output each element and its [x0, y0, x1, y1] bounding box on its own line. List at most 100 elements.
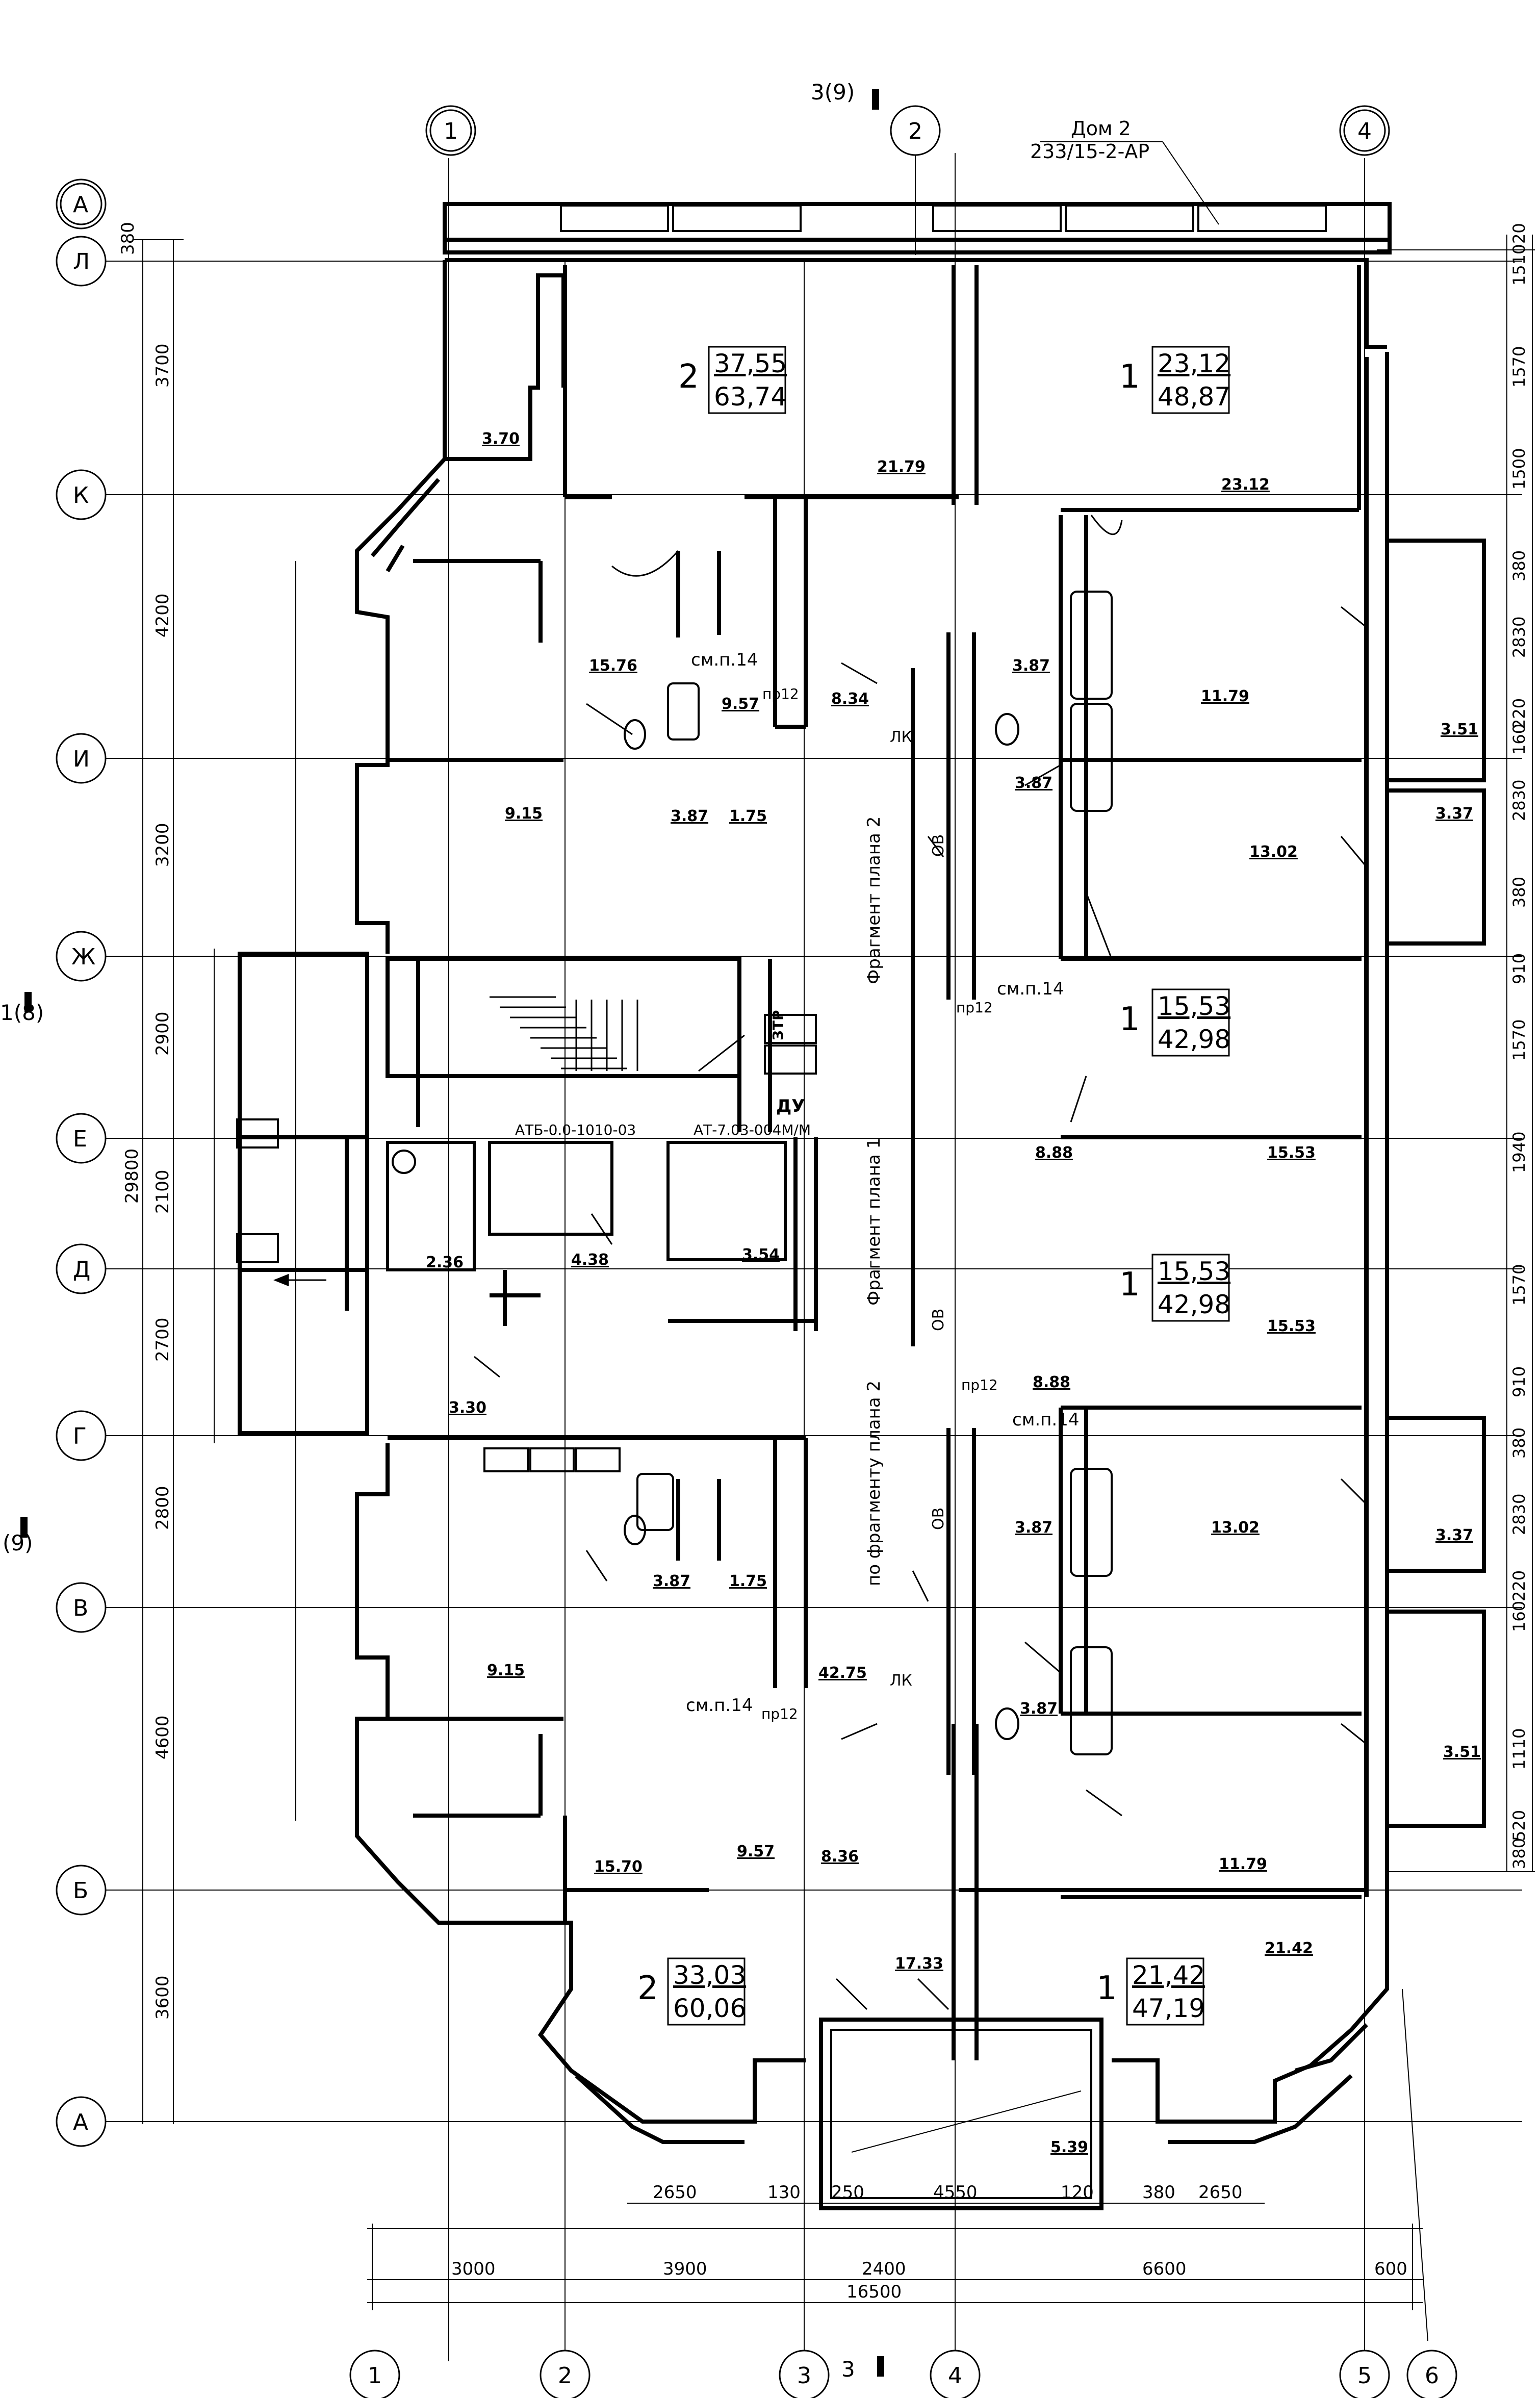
- left-dim-overall: 29800: [122, 1149, 142, 1204]
- axis-label-bottom-1: 1: [368, 2363, 382, 2389]
- apt-6-area: 33,03: [673, 1960, 746, 1990]
- note-ov-1: ОВ: [930, 834, 947, 857]
- right-dim-12: 1570: [1509, 1019, 1529, 1061]
- axis-label-k: К: [73, 482, 89, 508]
- axis-label-g: Г: [73, 1423, 87, 1449]
- room-area-label: 3.70: [482, 430, 520, 448]
- room-area-label: 15.70: [594, 1858, 643, 1876]
- bottom-dim-2: 3900: [663, 2259, 707, 2279]
- note-pr-3: пр12: [961, 1376, 998, 1393]
- note-ov-3: ОВ: [930, 1508, 947, 1530]
- axis-label-e: Е: [73, 1126, 87, 1152]
- bottom-dimension-chain: [367, 2203, 1423, 2310]
- axis-label-bottom-5: 5: [1357, 2363, 1372, 2389]
- axis-bubbles: [56, 105, 1457, 2398]
- room-area-label: 4.38: [571, 1251, 609, 1269]
- note-fragment-plan-2: Фрагмент плана 2: [864, 817, 884, 984]
- note-du: ДУ: [776, 1096, 805, 1116]
- left-dim-2: 4200: [152, 593, 173, 637]
- room-area-label: 3.51: [1443, 1743, 1481, 1761]
- note-fragment-plan-2b: по фрагменту плана 2: [864, 1381, 884, 1586]
- room-area-label: 3.30: [449, 1399, 486, 1417]
- room-area-label: 9.15: [505, 805, 543, 823]
- right-dim-11: 910: [1509, 953, 1529, 984]
- room-area-label: 2.36: [426, 1254, 464, 1271]
- note-atb: АТБ-0.0-1010-03: [515, 1121, 636, 1138]
- room-area-label: 21.79: [877, 458, 926, 476]
- right-dim-9: 2830: [1509, 780, 1529, 821]
- right-dim-20: 1110: [1509, 1728, 1529, 1770]
- room-area-label: 23.12: [1221, 476, 1270, 494]
- apt-1-area: 37,55: [714, 349, 787, 378]
- room-area-label: 15.53: [1267, 1144, 1316, 1162]
- note-ov-2: ОВ: [930, 1309, 947, 1331]
- walls: [236, 202, 1486, 2210]
- bottom-dim-5: 600: [1374, 2259, 1407, 2279]
- bottom-dim-1: 3000: [451, 2259, 496, 2279]
- right-dim-6: 2830: [1509, 617, 1529, 658]
- apt-1-total: 63,74: [714, 382, 787, 412]
- right-dim-5: 380: [1509, 550, 1529, 581]
- left-dim-5: 2100: [152, 1169, 173, 1214]
- bottom-detail-2: 130: [767, 2182, 801, 2203]
- right-dim-16: 380: [1509, 1427, 1529, 1459]
- axis-label-top-1: 1: [444, 118, 458, 144]
- room-area-label: 11.79: [1219, 1855, 1267, 1873]
- left-dim-3: 3200: [152, 823, 173, 867]
- apt-3-total: 42,98: [1158, 1025, 1230, 1054]
- apartment-boxes: [667, 346, 1230, 2026]
- left-dim-6: 2700: [152, 1317, 173, 1362]
- note-fragment-plan-1: Фрагмент плана 1: [864, 1138, 884, 1306]
- axis-label-a: А: [73, 2109, 88, 2135]
- right-dim-2: 1510: [1509, 244, 1529, 286]
- room-area-label: 3.37: [1435, 805, 1473, 823]
- axis-label-top-2: 2: [908, 118, 922, 144]
- note-see-4: см.п.14: [686, 1695, 753, 1716]
- section-mark-left-lower: (9): [3, 1530, 33, 1555]
- section-mark-bottom: 3: [841, 2357, 855, 2382]
- room-area-label: 21.42: [1265, 1940, 1313, 1957]
- room-area-label: 8.88: [1035, 1144, 1073, 1162]
- note-lk-1: ЛК: [890, 728, 912, 746]
- section-mark-top-flag: [872, 89, 879, 110]
- axis-label-bottom-6: 6: [1425, 2363, 1439, 2389]
- axis-label-b: Б: [73, 1878, 88, 1904]
- right-dim-7: 220: [1509, 698, 1529, 729]
- note-at: АТ-7.03-004М/М: [694, 1121, 811, 1138]
- apt-3-area: 15,53: [1158, 991, 1230, 1021]
- axis-label-bottom-3: 3: [797, 2363, 811, 2389]
- stair-treads: [490, 996, 638, 1071]
- section-mark-left-upper-flag: [24, 992, 32, 1012]
- room-area-label: 1.75: [729, 1572, 767, 1590]
- right-dim-14: 1570: [1509, 1264, 1529, 1306]
- apt-6-total: 60,06: [673, 1994, 746, 2023]
- left-dim-8: 4600: [152, 1715, 173, 1759]
- axis-label-top-4: 4: [1357, 118, 1372, 144]
- apt-4-area: 15,53: [1158, 1257, 1230, 1286]
- room-area-label: 8.34: [831, 690, 869, 708]
- section-mark-left-lower-flag: [20, 1517, 28, 1538]
- apt-1-num: 2: [678, 358, 699, 396]
- right-dim-15: 910: [1509, 1366, 1529, 1397]
- right-dim-4: 1500: [1509, 448, 1529, 490]
- apt-5-area: 21,42: [1132, 1960, 1205, 1990]
- bottom-detail-7: 2650: [1198, 2182, 1243, 2203]
- note-lk-2: ЛК: [890, 1672, 912, 1690]
- room-area-label: 1.75: [729, 807, 767, 825]
- house-label: Дом 2: [1071, 117, 1131, 140]
- room-area-label: 3.87: [653, 1572, 690, 1590]
- room-area-label: 15.76: [589, 657, 637, 675]
- apt-3-num: 1: [1119, 1001, 1140, 1038]
- apt-2-num: 1: [1119, 358, 1140, 396]
- apt-4-total: 42,98: [1158, 1290, 1230, 1319]
- sanitary-fixtures: [392, 591, 1113, 1755]
- right-dimension-chain: [1377, 235, 1535, 1872]
- right-dim-3: 1570: [1509, 346, 1529, 388]
- left-dim-9: 3600: [152, 1975, 173, 2020]
- note-ztr: ЗТР: [769, 1010, 786, 1040]
- note-see-2: см.п.14: [997, 979, 1064, 999]
- room-area-label: 3.87: [1015, 1519, 1053, 1537]
- axis-label-v: В: [73, 1595, 88, 1621]
